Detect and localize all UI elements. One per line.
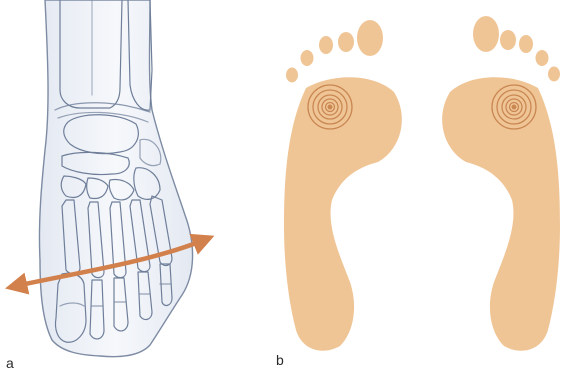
- left-toe-3: [319, 36, 333, 54]
- right-toe-2: [500, 30, 516, 50]
- right-toe-3: [519, 35, 533, 53]
- right-big-toe: [473, 16, 499, 52]
- panel-label-a: a: [6, 355, 14, 371]
- left-big-toe: [357, 20, 383, 56]
- right-footprint: [442, 16, 560, 351]
- panel-b-footprints: [284, 16, 560, 351]
- left-footprint: [284, 20, 402, 351]
- left-toe-4: [301, 50, 314, 66]
- panel-label-b: b: [276, 352, 284, 368]
- left-toe-5: [286, 68, 298, 83]
- right-toe-4: [536, 50, 549, 66]
- left-toe-2: [338, 32, 354, 52]
- right-toe-5: [548, 67, 560, 82]
- panel-a-foot-skeleton: [39, 0, 192, 357]
